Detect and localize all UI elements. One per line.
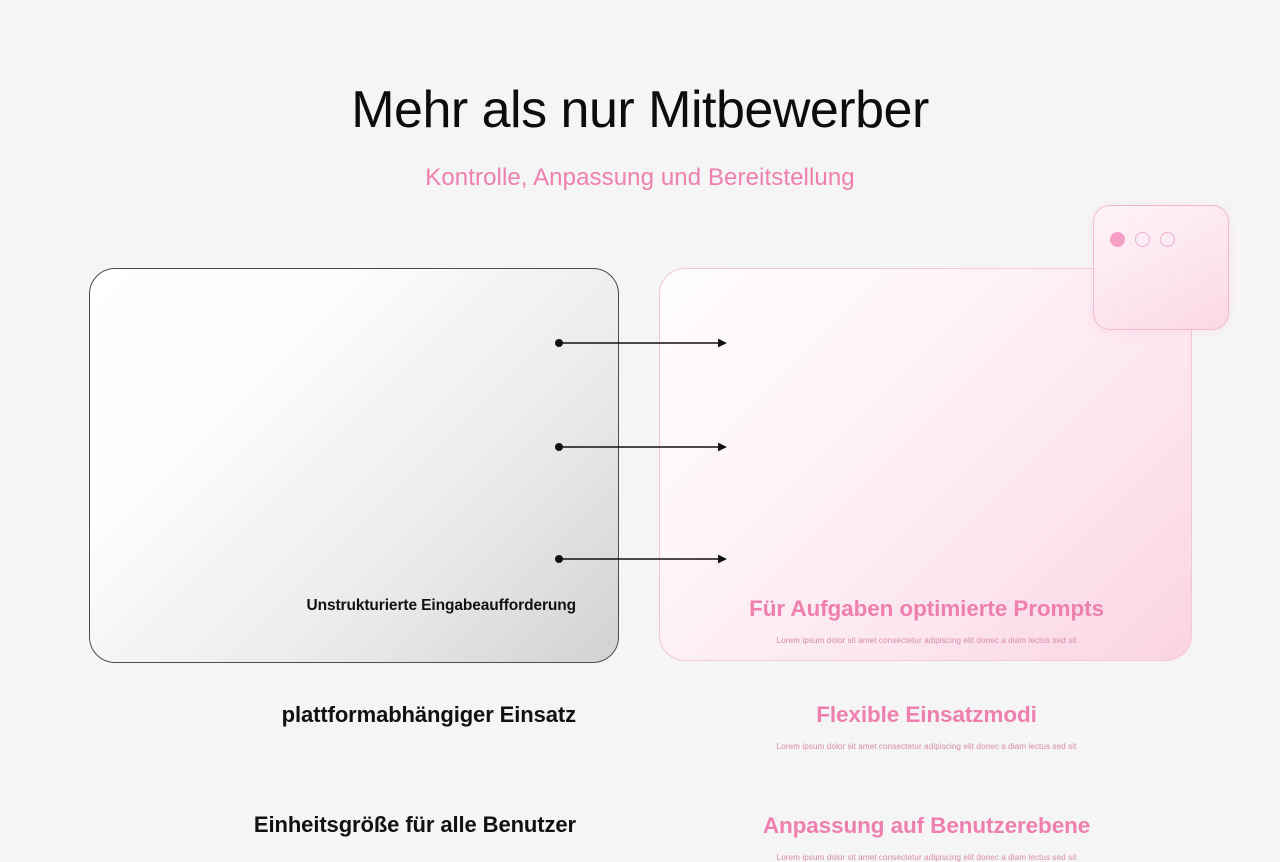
left-list-item: Einheitsgröße für alle Benutzer	[253, 812, 576, 837]
left-list-item: plattformabhängiger Einsatz	[281, 702, 576, 727]
circle-outline-icon	[1135, 232, 1150, 247]
right-item-description: Lorem ipsum dolor sit amet consectetur a…	[776, 742, 1077, 752]
page-title: Mehr als nur Mitbewerber	[351, 81, 929, 139]
right-item-heading: Anpassung auf Benutzerebene	[762, 813, 1091, 838]
window-preview-card	[1093, 205, 1229, 330]
circle-filled-icon	[1110, 232, 1125, 247]
slide-root: Mehr als nur Mitbewerber Kontrolle, Anpa…	[0, 82, 1280, 862]
left-list-item: Unstrukturierte Eingabeaufforderung	[306, 597, 577, 614]
right-list-item: Anpassung auf Benutzerebene Lorem ipsum …	[660, 811, 1193, 862]
right-item-description: Lorem ipsum dolor sit amet consectetur a…	[776, 853, 1077, 862]
page-subtitle: Kontrolle, Anpassung und Bereitstellung	[425, 164, 855, 192]
window-controls	[1110, 232, 1175, 247]
right-list-item: Für Aufgaben optimierte Prompts Lorem ip…	[660, 594, 1193, 645]
circle-outline-icon	[1160, 232, 1175, 247]
right-list-item: Flexible Einsatzmodi Lorem ipsum dolor s…	[660, 700, 1193, 751]
right-item-heading: Für Aufgaben optimierte Prompts	[749, 596, 1104, 621]
slide-header: Mehr als nur Mitbewerber Kontrolle, Anpa…	[0, 82, 1280, 192]
left-comparison-card: Unstrukturierte Eingabeaufforderung plat…	[89, 268, 619, 837]
right-item-heading: Flexible Einsatzmodi	[816, 702, 1037, 727]
right-item-description: Lorem ipsum dolor sit amet consectetur a…	[776, 636, 1077, 646]
